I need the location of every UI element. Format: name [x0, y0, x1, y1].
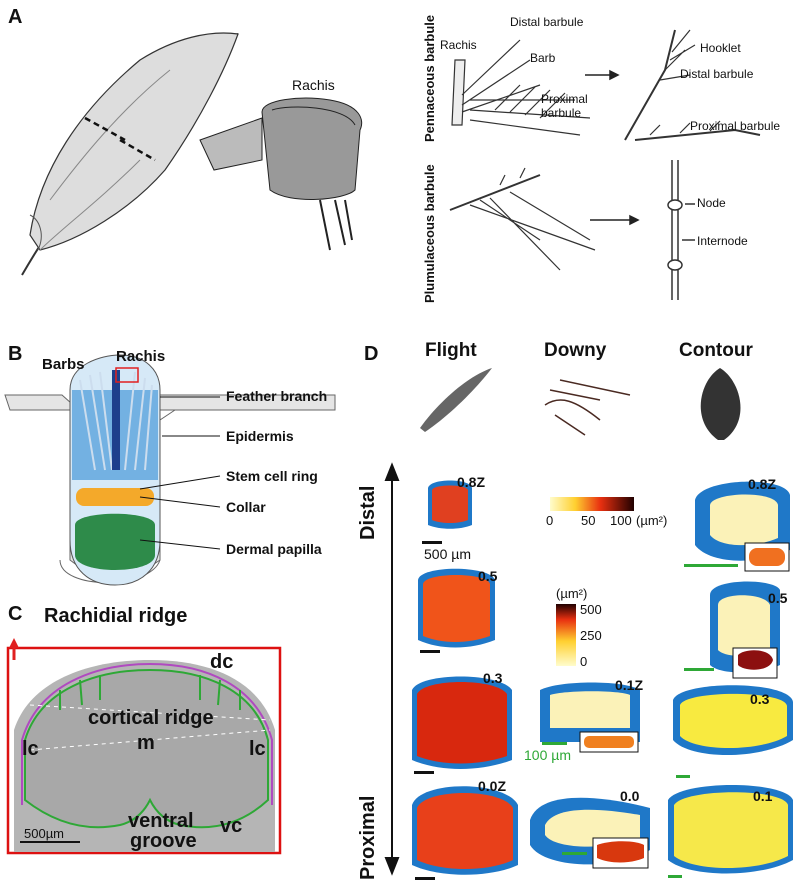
- hooklet-drawing: [624, 29, 761, 141]
- contour-level-08: 0.8Z: [748, 476, 777, 492]
- colorbar-2: [556, 604, 576, 666]
- label-proximal: Proximal: [357, 795, 379, 880]
- label-internode: Internode: [697, 234, 748, 248]
- contour-level-03: 0.3: [750, 691, 770, 707]
- label-distal: Distal: [357, 485, 379, 540]
- follicle-diagram: [4, 354, 336, 586]
- label-ventral: ventral: [128, 810, 194, 832]
- flight-feather-image: [420, 368, 492, 432]
- label-distal-barbule-right: Distal barbule: [680, 67, 754, 81]
- flight-section-00: [412, 786, 518, 875]
- rachis-title: Rachis: [292, 77, 335, 93]
- panel-b-letter: B: [8, 343, 23, 365]
- plumulaceous-barbule-drawing: [449, 167, 596, 271]
- flight-section-05: [418, 568, 495, 648]
- label-proximal-2: barbule: [541, 106, 582, 120]
- flight-level-03: 0.3: [483, 670, 503, 686]
- scale-500um-c: 500µm: [24, 826, 65, 841]
- flight-level-05: 0.5: [478, 568, 498, 584]
- label-collar: Collar: [226, 499, 266, 515]
- panel-a-letter: A: [8, 6, 23, 28]
- label-stem-cell-ring: Stem cell ring: [226, 468, 318, 484]
- contour-section-01: [668, 785, 793, 874]
- label-proximal-barbule-right: Proximal barbule: [690, 119, 781, 133]
- downy-level-01: 0.1Z: [615, 677, 644, 693]
- label-barbs: Barbs: [42, 356, 85, 373]
- contour-level-01: 0.1: [753, 788, 773, 804]
- pennaceous-barbule-drawing: [451, 39, 591, 136]
- colorbar2-tick-0: 0: [580, 654, 588, 669]
- contour-section-05: [710, 581, 780, 679]
- contour-level-05: 0.5: [768, 590, 788, 606]
- flight-level-00: 0.0Z: [478, 778, 507, 794]
- pennaceous-barbule-label: Pennaceous barbule: [422, 14, 437, 142]
- label-rachis-small: Rachis: [440, 38, 477, 52]
- colorbar2-unit: (µm²): [556, 586, 588, 601]
- scale-500um-d: 500 µm: [424, 546, 471, 562]
- contour-feather-image: [700, 368, 741, 440]
- column-contour: Contour: [679, 340, 753, 361]
- label-distal-barbule: Distal barbule: [510, 15, 584, 29]
- feather-drawing: [21, 32, 239, 276]
- panel-c-title: Rachidial ridge: [44, 605, 188, 627]
- rachis-drawing: [199, 97, 363, 251]
- label-barb: Barb: [530, 51, 556, 65]
- label-feather-branch: Feather branch: [226, 388, 328, 404]
- flight-section-08: [428, 480, 472, 529]
- label-lc-left: lc: [22, 738, 39, 760]
- scale-100um: 100 µm: [524, 747, 571, 763]
- plumulaceous-barbule-label: Plumulaceous barbule: [422, 164, 437, 303]
- label-dermal-papilla: Dermal papilla: [226, 541, 322, 557]
- downy-feather-image: [544, 379, 631, 436]
- colorbar2-tick-250: 250: [580, 628, 602, 643]
- label-vc: vc: [220, 815, 243, 837]
- label-cortical-ridge: cortical ridge: [88, 707, 214, 729]
- label-epidermis: Epidermis: [226, 428, 294, 444]
- downy-level-00: 0.0: [620, 788, 640, 804]
- label-groove: groove: [130, 830, 197, 852]
- panel-c-letter: C: [8, 603, 23, 625]
- label-node: Node: [697, 196, 726, 210]
- colorbar1-tick-50: 50: [581, 513, 596, 528]
- downy-section-01: [540, 682, 640, 753]
- colorbar1-unit: (µm²): [636, 513, 668, 528]
- flight-level-08: 0.8Z: [457, 474, 486, 490]
- arrow-2: [590, 214, 640, 226]
- contour-section-08: [695, 481, 790, 572]
- distal-proximal-arrow: [384, 462, 400, 876]
- colorbar2-tick-500: 500: [580, 602, 602, 617]
- label-m: m: [137, 732, 155, 754]
- colorbar1-tick-0: 0: [546, 513, 554, 528]
- column-flight: Flight: [425, 340, 477, 361]
- contour-section-03: [673, 685, 793, 755]
- label-lc-right: lc: [249, 738, 266, 760]
- panel-d-letter: D: [364, 343, 379, 365]
- downy-section-00: [530, 797, 650, 869]
- node-internode-drawing: [667, 160, 695, 300]
- colorbar-1: [550, 497, 634, 511]
- column-downy: Downy: [544, 340, 607, 361]
- flight-section-03: [412, 676, 512, 769]
- label-rachis-b: Rachis: [116, 348, 166, 365]
- label-dc: dc: [210, 651, 234, 673]
- colorbar1-tick-100: 100: [610, 513, 632, 528]
- arrow-1: [585, 69, 620, 81]
- label-hooklet: Hooklet: [700, 41, 741, 55]
- label-proximal-1: Proximal: [541, 92, 588, 106]
